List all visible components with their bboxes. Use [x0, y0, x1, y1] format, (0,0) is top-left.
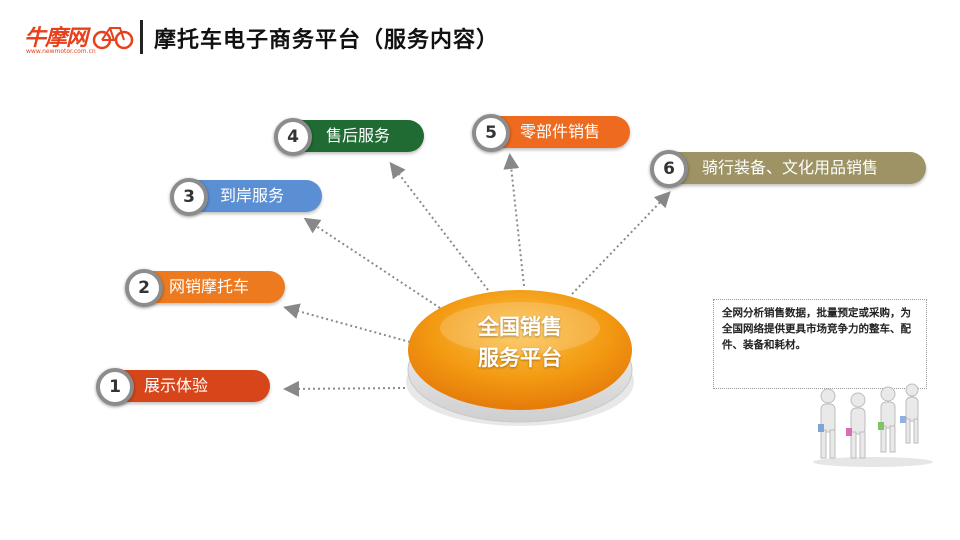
- service-item-5[interactable]: 5 零部件销售: [472, 114, 634, 152]
- logo-text: 牛摩网: [24, 26, 88, 51]
- number-badge-6: 6: [650, 150, 688, 188]
- bicycle-icon: [92, 27, 134, 50]
- service-label-3: 到岸服务: [188, 180, 322, 212]
- center-label-line2: 服务平台: [478, 346, 562, 370]
- connector-3: [303, 217, 441, 309]
- center-label-line1: 全国销售: [478, 315, 562, 339]
- people-illustration: [813, 383, 933, 467]
- service-label-4: 售后服务: [292, 120, 424, 152]
- connector-2: [283, 303, 411, 343]
- service-item-3[interactable]: 3 到岸服务: [170, 178, 322, 216]
- center-disc: [406, 290, 634, 426]
- number-badge-5: 5: [472, 114, 510, 152]
- service-label-1: 展示体验: [114, 370, 270, 402]
- number-badge-4: 4: [274, 118, 312, 156]
- description-callout: 全网分析销售数据，批量预定或采购，为全国网络提供更具市场竞争力的整车、配件、装备…: [713, 299, 927, 389]
- connector-4: [389, 161, 489, 291]
- service-item-2[interactable]: 2 网销摩托车: [125, 269, 290, 307]
- connector-5: [503, 153, 525, 287]
- service-label-2: 网销摩托车: [143, 271, 285, 303]
- service-label-5: 零部件销售: [490, 116, 630, 148]
- service-item-4[interactable]: 4 售后服务: [274, 118, 424, 156]
- service-item-6[interactable]: 6 骑行装备、文化用品销售: [650, 150, 926, 188]
- connector-6: [571, 191, 671, 295]
- logo-url: www.newmotor.com.cn: [26, 48, 96, 55]
- center-label: 全国销售 服务平台: [404, 312, 636, 374]
- page-title: 摩托车电子商务平台（服务内容）: [154, 28, 500, 53]
- service-item-1[interactable]: 1 展示体验: [96, 368, 271, 406]
- number-badge-2: 2: [125, 269, 163, 307]
- connector-1: [283, 380, 406, 397]
- service-label-6: 骑行装备、文化用品销售: [668, 152, 926, 184]
- title-divider: [140, 20, 143, 54]
- brand-logo: 牛摩网 www.newmotor.com.cn: [24, 18, 134, 58]
- number-badge-3: 3: [170, 178, 208, 216]
- number-badge-1: 1: [96, 368, 134, 406]
